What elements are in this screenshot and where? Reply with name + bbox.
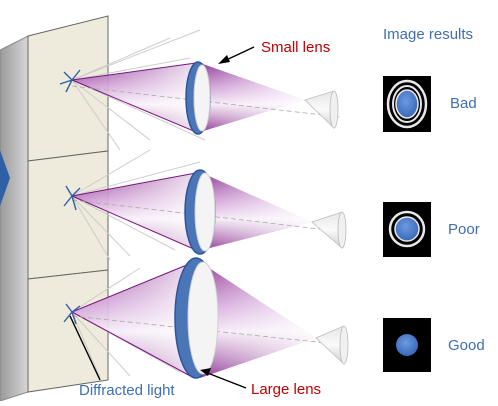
image-results-heading: Image results [383, 26, 474, 43]
wall-panel-bottom [27, 269, 109, 393]
cone-edge-upper [71, 172, 197, 197]
diffraction-source-bottom [63, 303, 81, 325]
light-cone-outgoing-fade [200, 63, 305, 132]
diffracted-light-pointer [69, 315, 101, 381]
row-large-lens [63, 257, 349, 379]
light-cone-outgoing-fade [202, 173, 312, 250]
large-lens-arrowhead [200, 368, 211, 376]
small-lens-face [193, 64, 211, 132]
large-lens-face [187, 261, 219, 375]
cone-edge-upper [71, 261, 195, 313]
optical-axis [71, 85, 341, 118]
wall-panel-middle [27, 150, 109, 280]
light-cone-fade [72, 173, 196, 250]
wall-edge-marker [0, 150, 10, 206]
small-lens-arrowhead [218, 55, 230, 64]
large-lens-arrow [204, 371, 247, 389]
focus-cone-base [337, 211, 347, 249]
result-label-good: Good [448, 337, 485, 354]
cone-edge-lower [71, 195, 197, 251]
cone-edge-lower [71, 311, 195, 379]
diffracted-light-label: Diffracted light [79, 382, 175, 399]
small-lens-label: Small lens [261, 39, 331, 56]
medium-lens-face [194, 172, 216, 252]
light-cone-fade [72, 63, 196, 132]
light-cone-fade [72, 262, 194, 378]
focus-cone-base [329, 90, 339, 129]
focus-cone-base [339, 325, 349, 365]
result-label-poor: Poor [448, 221, 480, 238]
wall-side [0, 35, 29, 402]
result-tile-poor [383, 202, 431, 257]
result-label-bad: Bad [450, 95, 477, 112]
row-small-lens [59, 29, 341, 151]
result-tile-good [383, 318, 431, 372]
callout-arrows [69, 46, 255, 389]
diffraction-source-middle [63, 185, 81, 211]
row-medium-lens [63, 149, 347, 261]
light-cone-outgoing-fade [200, 262, 316, 378]
large-lens-label: Large lens [251, 381, 322, 398]
diffraction-source-top [59, 69, 81, 93]
focus-cone [311, 211, 343, 249]
cone-edge-upper [71, 62, 197, 81]
result-tile-bad [383, 76, 431, 132]
